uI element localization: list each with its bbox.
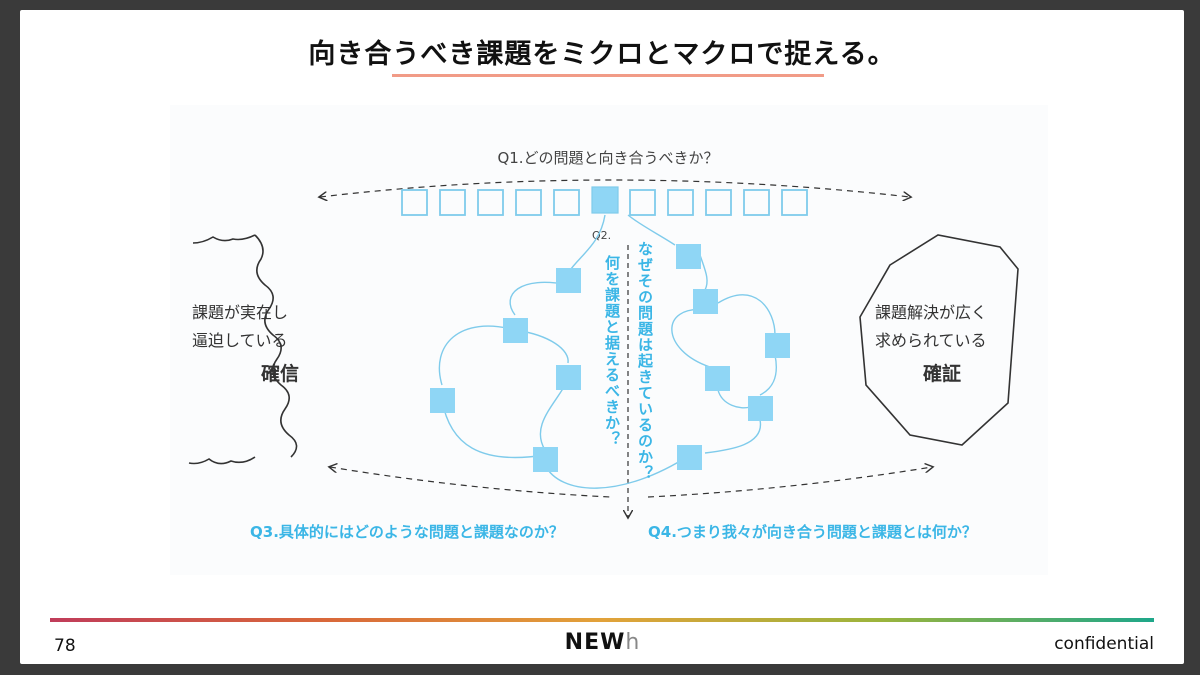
- square-outline: [515, 189, 542, 216]
- right-belief-line-2: 求められている: [875, 331, 987, 350]
- right-belief-emphasis: 確証: [923, 362, 961, 385]
- left-belief-line-1: 課題が実在し: [192, 303, 288, 322]
- bottom-right-dashed-arc: [647, 467, 932, 498]
- square-outline: [401, 189, 428, 216]
- q2-left-vertical-text: 何を課題と据えるべきか？: [603, 254, 621, 447]
- q2-right-vertical-text: なぜその問題は起きているのか？: [636, 241, 654, 481]
- square-outline: [781, 189, 808, 216]
- right-belief-line-1: 課題解決が広く: [875, 303, 987, 322]
- left-wavy-shape: [188, 234, 298, 465]
- top-dashed-arc: [320, 179, 910, 197]
- node-square: [556, 365, 581, 390]
- node-square: [556, 268, 581, 293]
- logo: NEWh: [20, 630, 1184, 655]
- left-belief-line-2: 逼迫している: [192, 331, 288, 350]
- square-outline: [667, 189, 694, 216]
- confidential-label: confidential: [1054, 634, 1154, 654]
- logo-suffix: h: [625, 630, 640, 655]
- node-square: [693, 289, 718, 314]
- node-square: [503, 318, 528, 343]
- node-square: [677, 445, 702, 470]
- right-tree-branches: [627, 214, 777, 454]
- node-square: [748, 396, 773, 421]
- q4-label: Q4.つまり我々が向き合う問題と課題とは何か？: [648, 523, 977, 541]
- problem-squares-row: [401, 186, 808, 216]
- footer-gradient-line: [50, 618, 1154, 622]
- diagram-figure: Q1.どの問題と向き合うべきか？ Q2.: [170, 105, 1048, 575]
- square-outline: [629, 189, 656, 216]
- right-polygon-shape: [859, 234, 1019, 446]
- square-outline: [477, 189, 504, 216]
- left-belief-emphasis: 確信: [261, 362, 299, 385]
- node-square: [430, 388, 455, 413]
- square-outline: [705, 189, 732, 216]
- left-tree-squares: [430, 268, 581, 472]
- logo-main: NEW: [564, 630, 626, 655]
- right-tree-squares: [676, 244, 790, 470]
- bottom-left-dashed-arc: [330, 467, 611, 498]
- node-square: [676, 244, 701, 269]
- q1-label: Q1.どの問題と向き合うべきか？: [497, 149, 718, 167]
- node-square: [533, 447, 558, 472]
- q3-label: Q3.具体的にはどのような問題と課題なのか？: [250, 523, 564, 541]
- square-outline: [439, 189, 466, 216]
- page-number: 78: [54, 636, 76, 656]
- node-square: [705, 366, 730, 391]
- square-outline: [553, 189, 580, 216]
- title-underline: [392, 74, 824, 77]
- diagram-svg: Q1.どの問題と向き合うべきか？ Q2.: [188, 149, 1019, 541]
- slide: 向き合うべき課題をミクロとマクロで捉える。 Q1.どの問題と向き合うべきか？: [20, 10, 1184, 664]
- node-square: [765, 333, 790, 358]
- page-title: 向き合うべき課題をミクロとマクロで捉える。: [308, 39, 896, 70]
- square-outline: [743, 189, 770, 216]
- square-selected: [591, 186, 619, 214]
